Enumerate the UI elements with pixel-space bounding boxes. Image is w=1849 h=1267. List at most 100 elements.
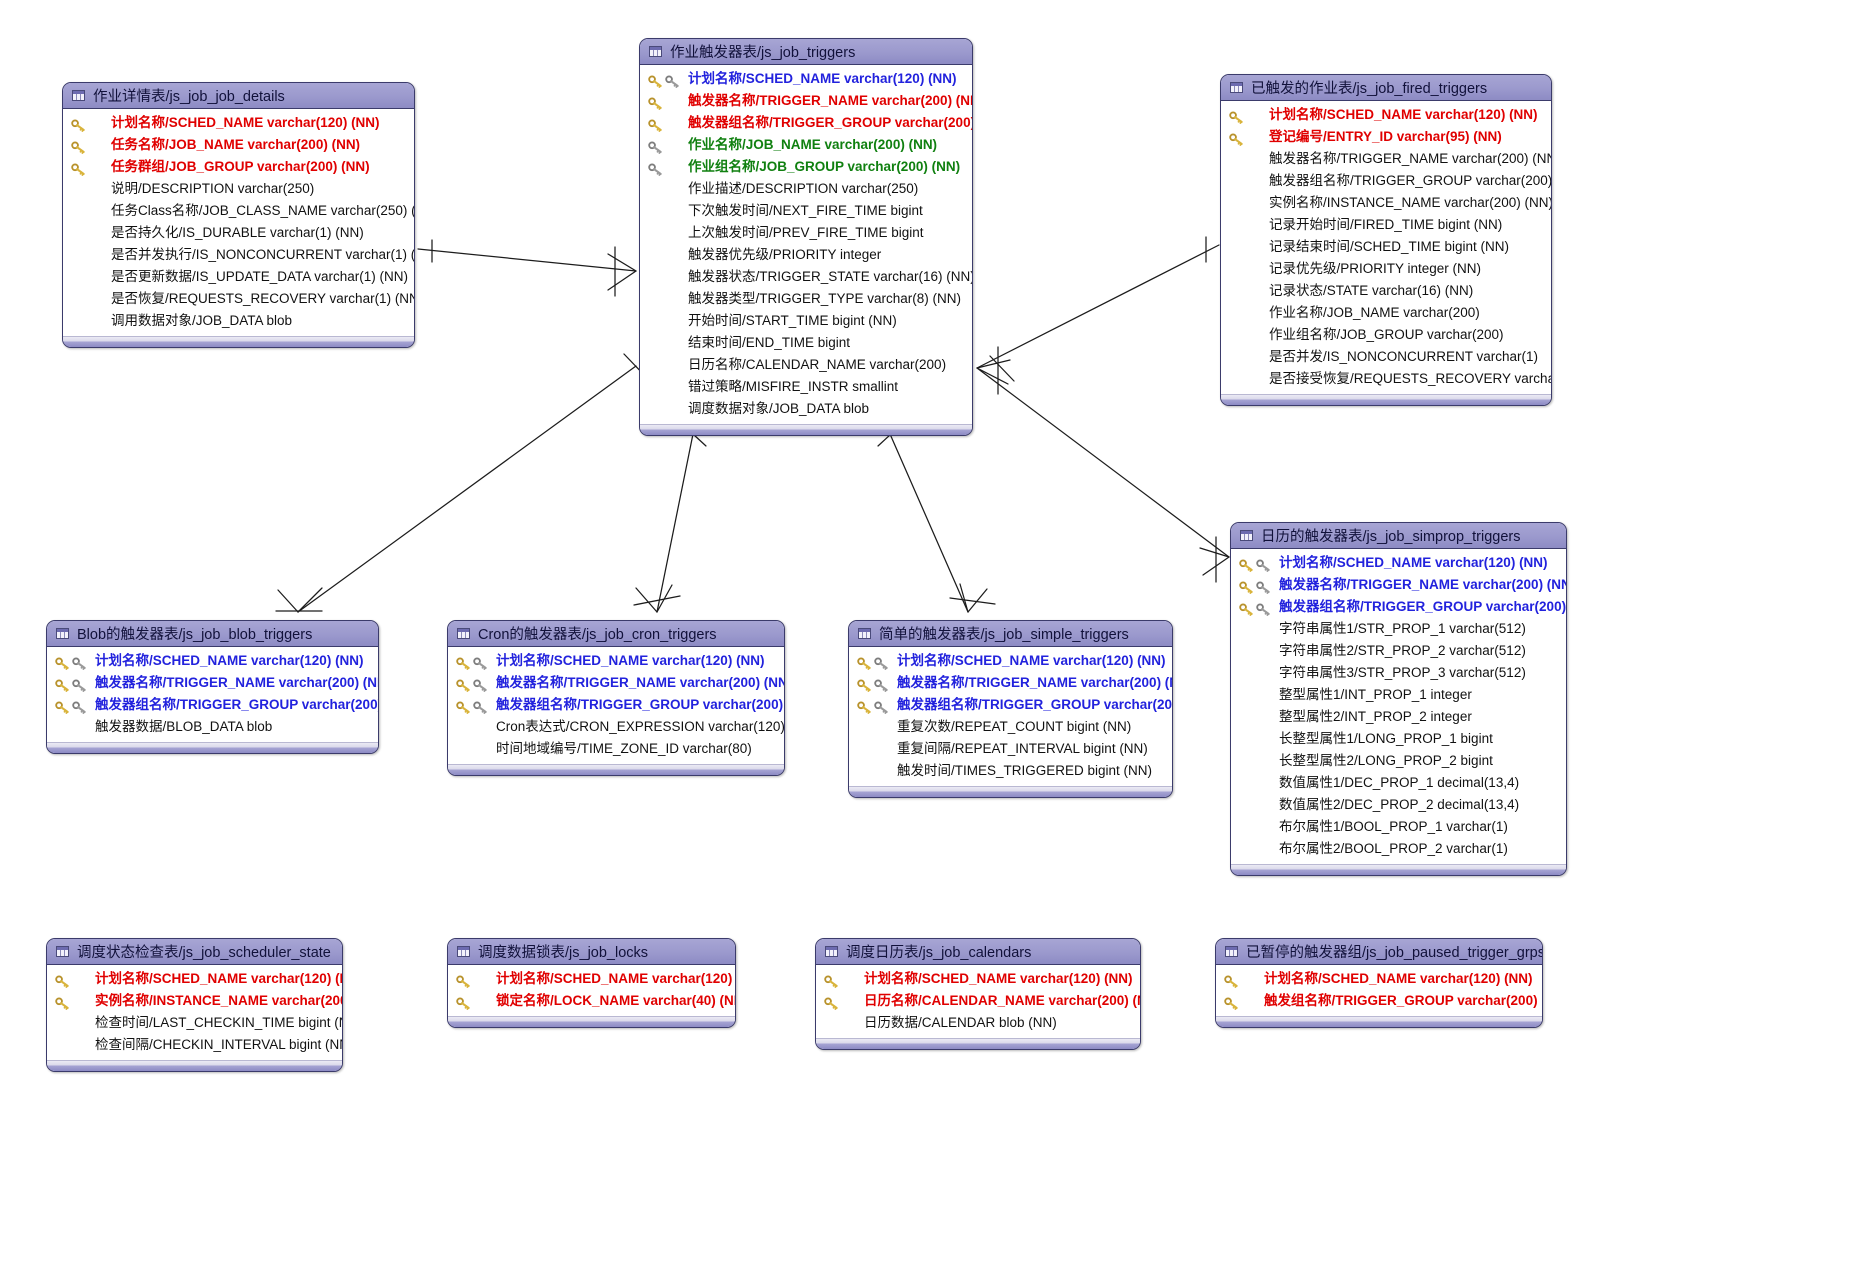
attribute-row[interactable]: 计划名称/SCHED_NAME varchar(120) (NN): [640, 68, 972, 90]
attribute-row[interactable]: 数值属性1/DEC_PROP_1 decimal(13,4): [1231, 772, 1566, 794]
attribute-row[interactable]: 数值属性2/DEC_PROP_2 decimal(13,4): [1231, 794, 1566, 816]
attribute-row[interactable]: 长整型属性2/LONG_PROP_2 bigint: [1231, 750, 1566, 772]
attribute-row[interactable]: 说明/DESCRIPTION varchar(250): [63, 178, 414, 200]
entity-calendars[interactable]: 调度日历表/js_job_calendars 计划名称/SCHED_NAME v…: [815, 938, 1141, 1050]
attribute-row[interactable]: 是否更新数据/IS_UPDATE_DATA varchar(1) (NN): [63, 266, 414, 288]
attribute-row[interactable]: 记录优先级/PRIORITY integer (NN): [1221, 258, 1551, 280]
attribute-row[interactable]: 计划名称/SCHED_NAME varchar(120) (NN): [1231, 552, 1566, 574]
attribute-row[interactable]: 整型属性2/INT_PROP_2 integer: [1231, 706, 1566, 728]
attribute-row[interactable]: 计划名称/SCHED_NAME varchar(120) (NN): [47, 650, 378, 672]
attribute-row[interactable]: 实例名称/INSTANCE_NAME varchar(200) (NN): [1221, 192, 1551, 214]
attribute-row[interactable]: 字符串属性1/STR_PROP_1 varchar(512): [1231, 618, 1566, 640]
attribute-row[interactable]: 调度数据对象/JOB_DATA blob: [640, 398, 972, 420]
entity-title-bar[interactable]: 调度日历表/js_job_calendars: [816, 939, 1140, 965]
attribute-row[interactable]: 时间地域编号/TIME_ZONE_ID varchar(80): [448, 738, 784, 760]
attribute-row[interactable]: 长整型属性1/LONG_PROP_1 bigint: [1231, 728, 1566, 750]
attribute-row[interactable]: 触发器名称/TRIGGER_NAME varchar(200) (NN): [448, 672, 784, 694]
attribute-row[interactable]: 触发器组名称/TRIGGER_GROUP varchar(200) (NN): [1231, 596, 1566, 618]
attribute-row[interactable]: 作业名称/JOB_NAME varchar(200): [1221, 302, 1551, 324]
attribute-row[interactable]: 触发器组名称/TRIGGER_GROUP varchar(200) (NN): [1221, 170, 1551, 192]
attribute-row[interactable]: 字符串属性2/STR_PROP_2 varchar(512): [1231, 640, 1566, 662]
attribute-row[interactable]: 计划名称/SCHED_NAME varchar(120) (NN): [1221, 104, 1551, 126]
attribute-row[interactable]: 是否并发执行/IS_NONCONCURRENT varchar(1) (NN): [63, 244, 414, 266]
attribute-row[interactable]: Cron表达式/CRON_EXPRESSION varchar(120) (NN…: [448, 716, 784, 738]
attribute-row[interactable]: 任务名称/JOB_NAME varchar(200) (NN): [63, 134, 414, 156]
attribute-row[interactable]: 字符串属性3/STR_PROP_3 varchar(512): [1231, 662, 1566, 684]
attribute-row[interactable]: 触发器名称/TRIGGER_NAME varchar(200) (NN): [1221, 148, 1551, 170]
attribute-row[interactable]: 触发器名称/TRIGGER_NAME varchar(200) (NN): [1231, 574, 1566, 596]
entity-title-bar[interactable]: 调度状态检查表/js_job_scheduler_state: [47, 939, 342, 965]
attribute-row[interactable]: 是否持久化/IS_DURABLE varchar(1) (NN): [63, 222, 414, 244]
entity-title-bar[interactable]: 调度数据锁表/js_job_locks: [448, 939, 735, 965]
attribute-row[interactable]: 布尔属性2/BOOL_PROP_2 varchar(1): [1231, 838, 1566, 860]
entity-title-bar[interactable]: Blob的触发器表/js_job_blob_triggers: [47, 621, 378, 647]
attribute-row[interactable]: 是否接受恢复/REQUESTS_RECOVERY varchar(1): [1221, 368, 1551, 390]
entity-title-bar[interactable]: 简单的触发器表/js_job_simple_triggers: [849, 621, 1172, 647]
attribute-row[interactable]: 计划名称/SCHED_NAME varchar(120) (NN): [849, 650, 1172, 672]
attribute-row[interactable]: 触发器名称/TRIGGER_NAME varchar(200) (NN): [849, 672, 1172, 694]
attribute-row[interactable]: 作业组名称/JOB_GROUP varchar(200) (NN): [640, 156, 972, 178]
attribute-row[interactable]: 计划名称/SCHED_NAME varchar(120) (NN): [448, 968, 735, 990]
attribute-row[interactable]: 作业组名称/JOB_GROUP varchar(200): [1221, 324, 1551, 346]
attribute-row[interactable]: 布尔属性1/BOOL_PROP_1 varchar(1): [1231, 816, 1566, 838]
attribute-row[interactable]: 触发器组名称/TRIGGER_GROUP varchar(200) (NN): [640, 112, 972, 134]
attribute-row[interactable]: 触发组名称/TRIGGER_GROUP varchar(200) (NN): [1216, 990, 1542, 1012]
attribute-row[interactable]: 上次触发时间/PREV_FIRE_TIME bigint: [640, 222, 972, 244]
attribute-row[interactable]: 结束时间/END_TIME bigint: [640, 332, 972, 354]
attribute-row[interactable]: 记录结束时间/SCHED_TIME bigint (NN): [1221, 236, 1551, 258]
entity-simple_triggers[interactable]: 简单的触发器表/js_job_simple_triggers 计划名称/SCHE…: [848, 620, 1173, 798]
attribute-row[interactable]: 日历名称/CALENDAR_NAME varchar(200): [640, 354, 972, 376]
attribute-row[interactable]: 触发时间/TIMES_TRIGGERED bigint (NN): [849, 760, 1172, 782]
entity-title-bar[interactable]: 日历的触发器表/js_job_simprop_triggers: [1231, 523, 1566, 549]
attribute-row[interactable]: 计划名称/SCHED_NAME varchar(120) (NN): [63, 112, 414, 134]
attribute-row[interactable]: 作业描述/DESCRIPTION varchar(250): [640, 178, 972, 200]
entity-title-bar[interactable]: 作业详情表/js_job_job_details: [63, 83, 414, 109]
attribute-row[interactable]: 任务Class名称/JOB_CLASS_NAME varchar(250) (N…: [63, 200, 414, 222]
entity-cron_triggers[interactable]: Cron的触发器表/js_job_cron_triggers 计划名称/SCHE…: [447, 620, 785, 776]
attribute-row[interactable]: 是否并发/IS_NONCONCURRENT varchar(1): [1221, 346, 1551, 368]
attribute-row[interactable]: 开始时间/START_TIME bigint (NN): [640, 310, 972, 332]
entity-fired_triggers[interactable]: 已触发的作业表/js_job_fired_triggers 计划名称/SCHED…: [1220, 74, 1552, 406]
attribute-row[interactable]: 触发器名称/TRIGGER_NAME varchar(200) (NN): [640, 90, 972, 112]
attribute-row[interactable]: 调用数据对象/JOB_DATA blob: [63, 310, 414, 332]
attribute-row[interactable]: 计划名称/SCHED_NAME varchar(120) (NN): [47, 968, 342, 990]
attribute-row[interactable]: 登记编号/ENTRY_ID varchar(95) (NN): [1221, 126, 1551, 148]
entity-paused_trigger_grps[interactable]: 已暂停的触发器组/js_job_paused_trigger_grps 计划名称…: [1215, 938, 1543, 1028]
attribute-row[interactable]: 作业名称/JOB_NAME varchar(200) (NN): [640, 134, 972, 156]
attribute-row[interactable]: 错过策略/MISFIRE_INSTR smallint: [640, 376, 972, 398]
attribute-row[interactable]: 记录开始时间/FIRED_TIME bigint (NN): [1221, 214, 1551, 236]
entity-blob_triggers[interactable]: Blob的触发器表/js_job_blob_triggers 计划名称/SCHE…: [46, 620, 379, 754]
entity-locks[interactable]: 调度数据锁表/js_job_locks 计划名称/SCHED_NAME varc…: [447, 938, 736, 1028]
entity-title-bar[interactable]: 作业触发器表/js_job_triggers: [640, 39, 972, 65]
entity-title-bar[interactable]: 已暂停的触发器组/js_job_paused_trigger_grps: [1216, 939, 1542, 965]
attribute-row[interactable]: 触发器类型/TRIGGER_TYPE varchar(8) (NN): [640, 288, 972, 310]
attribute-row[interactable]: 日历数据/CALENDAR blob (NN): [816, 1012, 1140, 1034]
attribute-row[interactable]: 计划名称/SCHED_NAME varchar(120) (NN): [448, 650, 784, 672]
entity-title-bar[interactable]: 已触发的作业表/js_job_fired_triggers: [1221, 75, 1551, 101]
entity-job_triggers[interactable]: 作业触发器表/js_job_triggers 计划名称/SCHED_NAME v…: [639, 38, 973, 436]
attribute-row[interactable]: 重复间隔/REPEAT_INTERVAL bigint (NN): [849, 738, 1172, 760]
attribute-row[interactable]: 重复次数/REPEAT_COUNT bigint (NN): [849, 716, 1172, 738]
attribute-row[interactable]: 锁定名称/LOCK_NAME varchar(40) (NN): [448, 990, 735, 1012]
entity-title-bar[interactable]: Cron的触发器表/js_job_cron_triggers: [448, 621, 784, 647]
attribute-row[interactable]: 触发器名称/TRIGGER_NAME varchar(200) (NN): [47, 672, 378, 694]
attribute-row[interactable]: 触发器数据/BLOB_DATA blob: [47, 716, 378, 738]
attribute-row[interactable]: 触发器状态/TRIGGER_STATE varchar(16) (NN): [640, 266, 972, 288]
attribute-row[interactable]: 触发器组名称/TRIGGER_GROUP varchar(200) (NN): [849, 694, 1172, 716]
entity-job_details[interactable]: 作业详情表/js_job_job_details 计划名称/SCHED_NAME…: [62, 82, 415, 348]
attribute-row[interactable]: 触发器优先级/PRIORITY integer: [640, 244, 972, 266]
attribute-row[interactable]: 计划名称/SCHED_NAME varchar(120) (NN): [816, 968, 1140, 990]
attribute-row[interactable]: 是否恢复/REQUESTS_RECOVERY varchar(1) (NN): [63, 288, 414, 310]
attribute-row[interactable]: 检查时间/LAST_CHECKIN_TIME bigint (NN): [47, 1012, 342, 1034]
entity-simprop_triggers[interactable]: 日历的触发器表/js_job_simprop_triggers 计划名称/SCH…: [1230, 522, 1567, 876]
attribute-row[interactable]: 记录状态/STATE varchar(16) (NN): [1221, 280, 1551, 302]
attribute-row[interactable]: 实例名称/INSTANCE_NAME varchar(200) (NN): [47, 990, 342, 1012]
attribute-row[interactable]: 计划名称/SCHED_NAME varchar(120) (NN): [1216, 968, 1542, 990]
attribute-row[interactable]: 触发器组名称/TRIGGER_GROUP varchar(200) (NN): [47, 694, 378, 716]
attribute-row[interactable]: 整型属性1/INT_PROP_1 integer: [1231, 684, 1566, 706]
entity-scheduler_state[interactable]: 调度状态检查表/js_job_scheduler_state 计划名称/SCHE…: [46, 938, 343, 1072]
attribute-row[interactable]: 检查间隔/CHECKIN_INTERVAL bigint (NN): [47, 1034, 342, 1056]
attribute-row[interactable]: 日历名称/CALENDAR_NAME varchar(200) (NN): [816, 990, 1140, 1012]
attribute-row[interactable]: 触发器组名称/TRIGGER_GROUP varchar(200) (NN): [448, 694, 784, 716]
